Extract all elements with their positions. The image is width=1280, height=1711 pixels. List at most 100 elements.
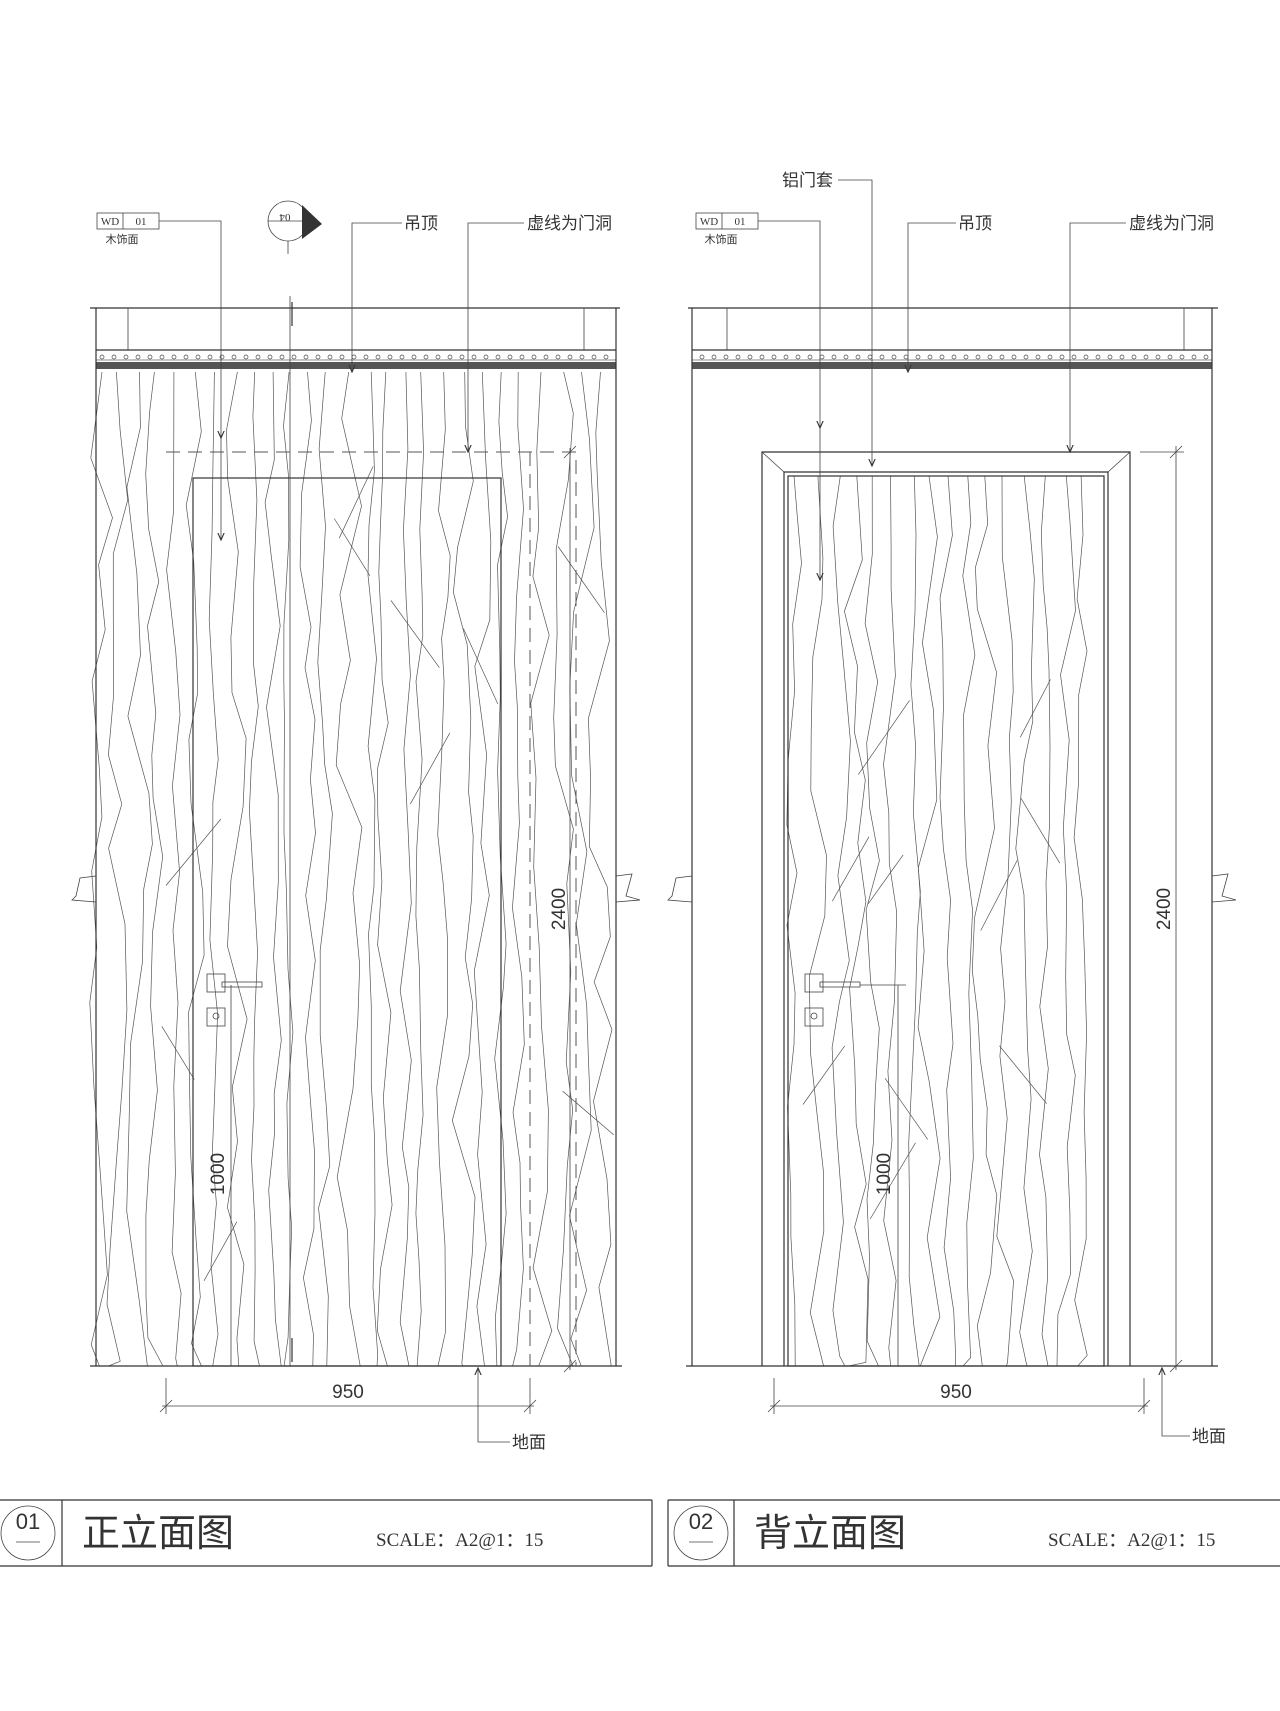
- leader-floor: [478, 1368, 510, 1443]
- section-mark-number: 04: [279, 211, 291, 223]
- drawing-scale: SCALE：A2@1：15: [376, 1530, 543, 1551]
- dim-handle-height: 1000: [874, 1153, 895, 1195]
- key-lock: [804, 1007, 824, 1027]
- grain-line: [831, 475, 851, 1367]
- grain-streak: [980, 860, 1018, 931]
- grain-line: [208, 371, 219, 1367]
- grain-streak: [999, 1045, 1047, 1104]
- grain-line: [553, 371, 574, 1367]
- ceiling-edge-band: [96, 362, 616, 369]
- break-mark: [667, 875, 693, 903]
- material-caption: 木饰面: [705, 232, 738, 246]
- grain-line: [786, 475, 802, 1367]
- door-frame-inner: [783, 471, 1109, 1366]
- grain-streak: [203, 1221, 238, 1281]
- leader-floor: [1162, 1368, 1190, 1437]
- grain-line: [126, 371, 153, 1367]
- door-leaf: [192, 477, 502, 1367]
- leader-opening: [468, 222, 524, 452]
- grain-line: [226, 371, 248, 1367]
- grain-streak: [831, 836, 870, 902]
- drawing-number-circle: [0, 1505, 56, 1561]
- callout-ceiling: 吊顶: [404, 214, 438, 233]
- grain-line: [1073, 475, 1088, 1367]
- drawing-title: 正立面图: [82, 1513, 234, 1555]
- ceiling-edge-band: [692, 362, 1212, 369]
- dim-tick: [563, 445, 577, 459]
- dim-handle-height: 1000: [208, 1153, 229, 1195]
- title-block-front: 01 正立面图 SCALE：A2@1：15: [0, 1499, 653, 1567]
- dim-tick: [159, 1399, 173, 1413]
- grain-line: [530, 371, 553, 1367]
- handle-rose: [206, 973, 226, 993]
- grain-line: [808, 475, 827, 1367]
- grain-line: [844, 475, 869, 1367]
- grain-line: [335, 371, 363, 1367]
- leader-material: [159, 220, 221, 438]
- grain-line: [588, 371, 613, 1367]
- break-mark: [1211, 873, 1237, 903]
- grain-streak: [463, 628, 499, 705]
- break-mark: [615, 873, 641, 903]
- leader-ceiling: [908, 222, 956, 372]
- drawing-number-circle: [673, 1505, 729, 1561]
- back-elevation: 1000 2400 950 WD 01 木饰面 铝门套 吊顶 虚线为门洞 地面: [667, 171, 1237, 1446]
- door-opening-dashed: [166, 451, 577, 1366]
- wood-grain-hatch: [786, 475, 1088, 1367]
- drawing-scale: SCALE：A2@1：15: [1048, 1530, 1215, 1551]
- drawing-number: 01: [16, 1509, 40, 1534]
- front-elevation: 1000 2400 950 WD 01 木饰面 04 吊顶 虚线为门洞 地面: [71, 200, 641, 1452]
- grain-streak: [869, 1142, 916, 1220]
- grain-streak: [409, 732, 451, 805]
- grain-streak: [557, 546, 605, 614]
- section-arrow-icon: [302, 205, 322, 239]
- dim-tick: [523, 1399, 537, 1413]
- material-code: WD: [101, 216, 119, 228]
- material-code: WD: [700, 216, 718, 228]
- grain-line: [1015, 475, 1035, 1367]
- door-handle: [221, 981, 263, 988]
- grain-streak: [334, 518, 371, 576]
- callout-opening: 虚线为门洞: [1129, 214, 1214, 233]
- grain-line: [145, 371, 164, 1367]
- key-lock: [206, 1007, 226, 1027]
- grain-streak: [858, 700, 910, 775]
- grain-line: [185, 371, 205, 1367]
- grain-line: [249, 371, 260, 1367]
- grain-streak: [390, 600, 440, 668]
- dim-tick: [1169, 445, 1183, 459]
- leader-frame: [838, 179, 872, 466]
- grain-line: [962, 475, 976, 1367]
- grain-line: [971, 475, 998, 1367]
- dim-tick: [1169, 1359, 1183, 1373]
- leader-ceiling: [352, 222, 402, 372]
- door-frame-outer: [761, 451, 1131, 1366]
- door-leaf: [787, 475, 1105, 1367]
- grain-line: [908, 475, 921, 1367]
- grain-streak: [1019, 679, 1051, 738]
- material-number: 01: [735, 216, 746, 228]
- ceiling-board: [691, 349, 1213, 361]
- grain-line: [473, 371, 492, 1367]
- frame-miter: [761, 451, 785, 473]
- callout-floor: 地面: [1192, 1427, 1226, 1446]
- grain-line: [494, 371, 508, 1367]
- callout-ceiling: 吊顶: [958, 214, 992, 233]
- dim-height: 2400: [1154, 888, 1175, 930]
- grain-line: [883, 475, 898, 1367]
- dim-tick: [1137, 1399, 1151, 1413]
- grain-line: [864, 475, 880, 1367]
- handle-rose: [804, 973, 824, 993]
- frame-miter: [1107, 451, 1131, 473]
- grain-line: [299, 371, 316, 1367]
- material-caption: 木饰面: [106, 232, 139, 246]
- grain-streak: [867, 854, 904, 905]
- dim-width: 950: [332, 1382, 364, 1403]
- dim-width: 950: [940, 1382, 972, 1403]
- grain-streak: [562, 1090, 615, 1136]
- keyhole: [810, 1012, 818, 1020]
- grain-line: [917, 475, 941, 1367]
- grain-line: [451, 371, 476, 1367]
